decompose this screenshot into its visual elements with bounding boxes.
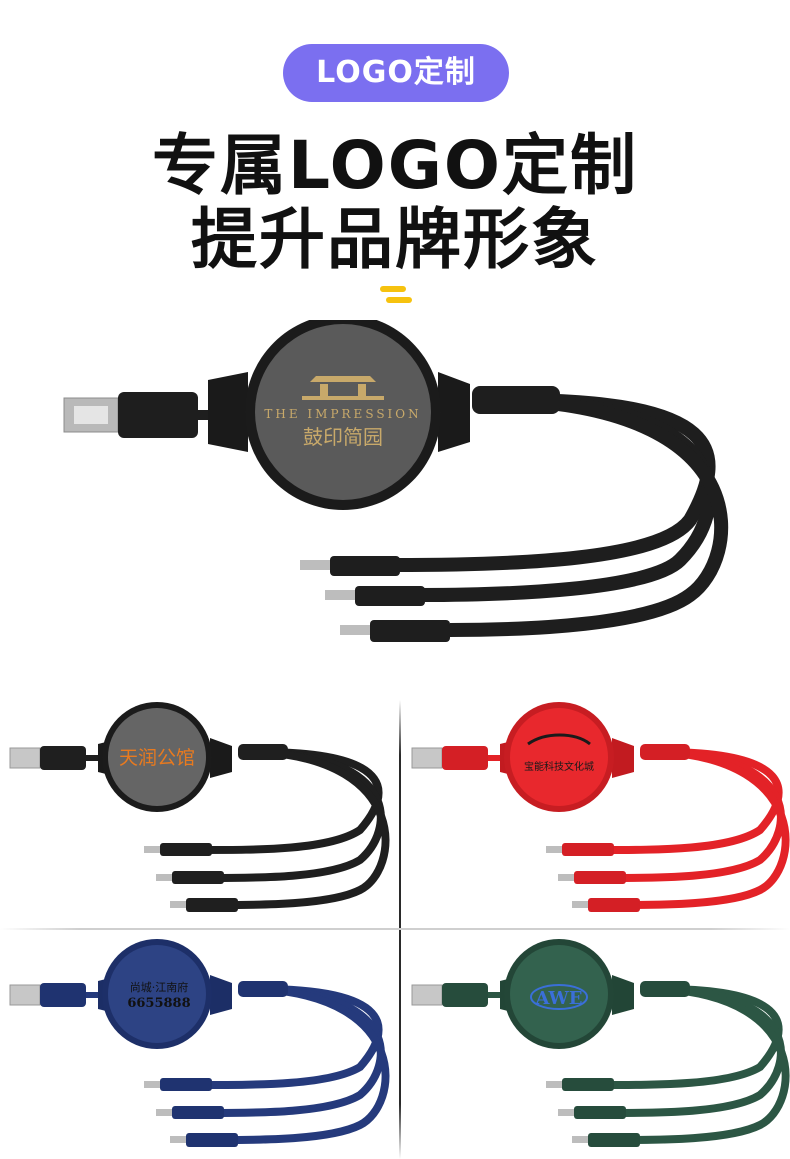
variant-red-logo: 宝能科技文化城 xyxy=(524,760,594,773)
variant-red-cable: 宝能科技文化城 xyxy=(411,702,790,912)
variant-green-cable: AWE xyxy=(411,939,790,1147)
accent-dash-icon xyxy=(380,286,412,303)
main-logo-line1: THE IMPRESSION xyxy=(264,407,421,421)
headline-line-2: 提升品牌形象 xyxy=(191,201,599,278)
main-cable-product: THE IMPRESSION 鼓印简园 xyxy=(63,320,729,642)
logo-custom-badge: LOGO定制 xyxy=(283,44,509,102)
headline-line-1: 专属LOGO定制 xyxy=(151,127,639,204)
main-logo-line2: 鼓印简园 xyxy=(303,425,383,449)
variant-black-cable: 天润公馆 xyxy=(9,702,390,912)
variant-black-logo: 天润公馆 xyxy=(119,747,195,769)
variant-blue-cable: 尚城·江南府 6655888 xyxy=(9,939,390,1147)
variant-blue-logo-line2: 6655888 xyxy=(127,996,190,1011)
variant-green-logo: AWE xyxy=(534,988,582,1009)
grid-divider-horizontal xyxy=(0,928,790,930)
variant-blue-logo-line1: 尚城·江南府 xyxy=(130,980,189,994)
